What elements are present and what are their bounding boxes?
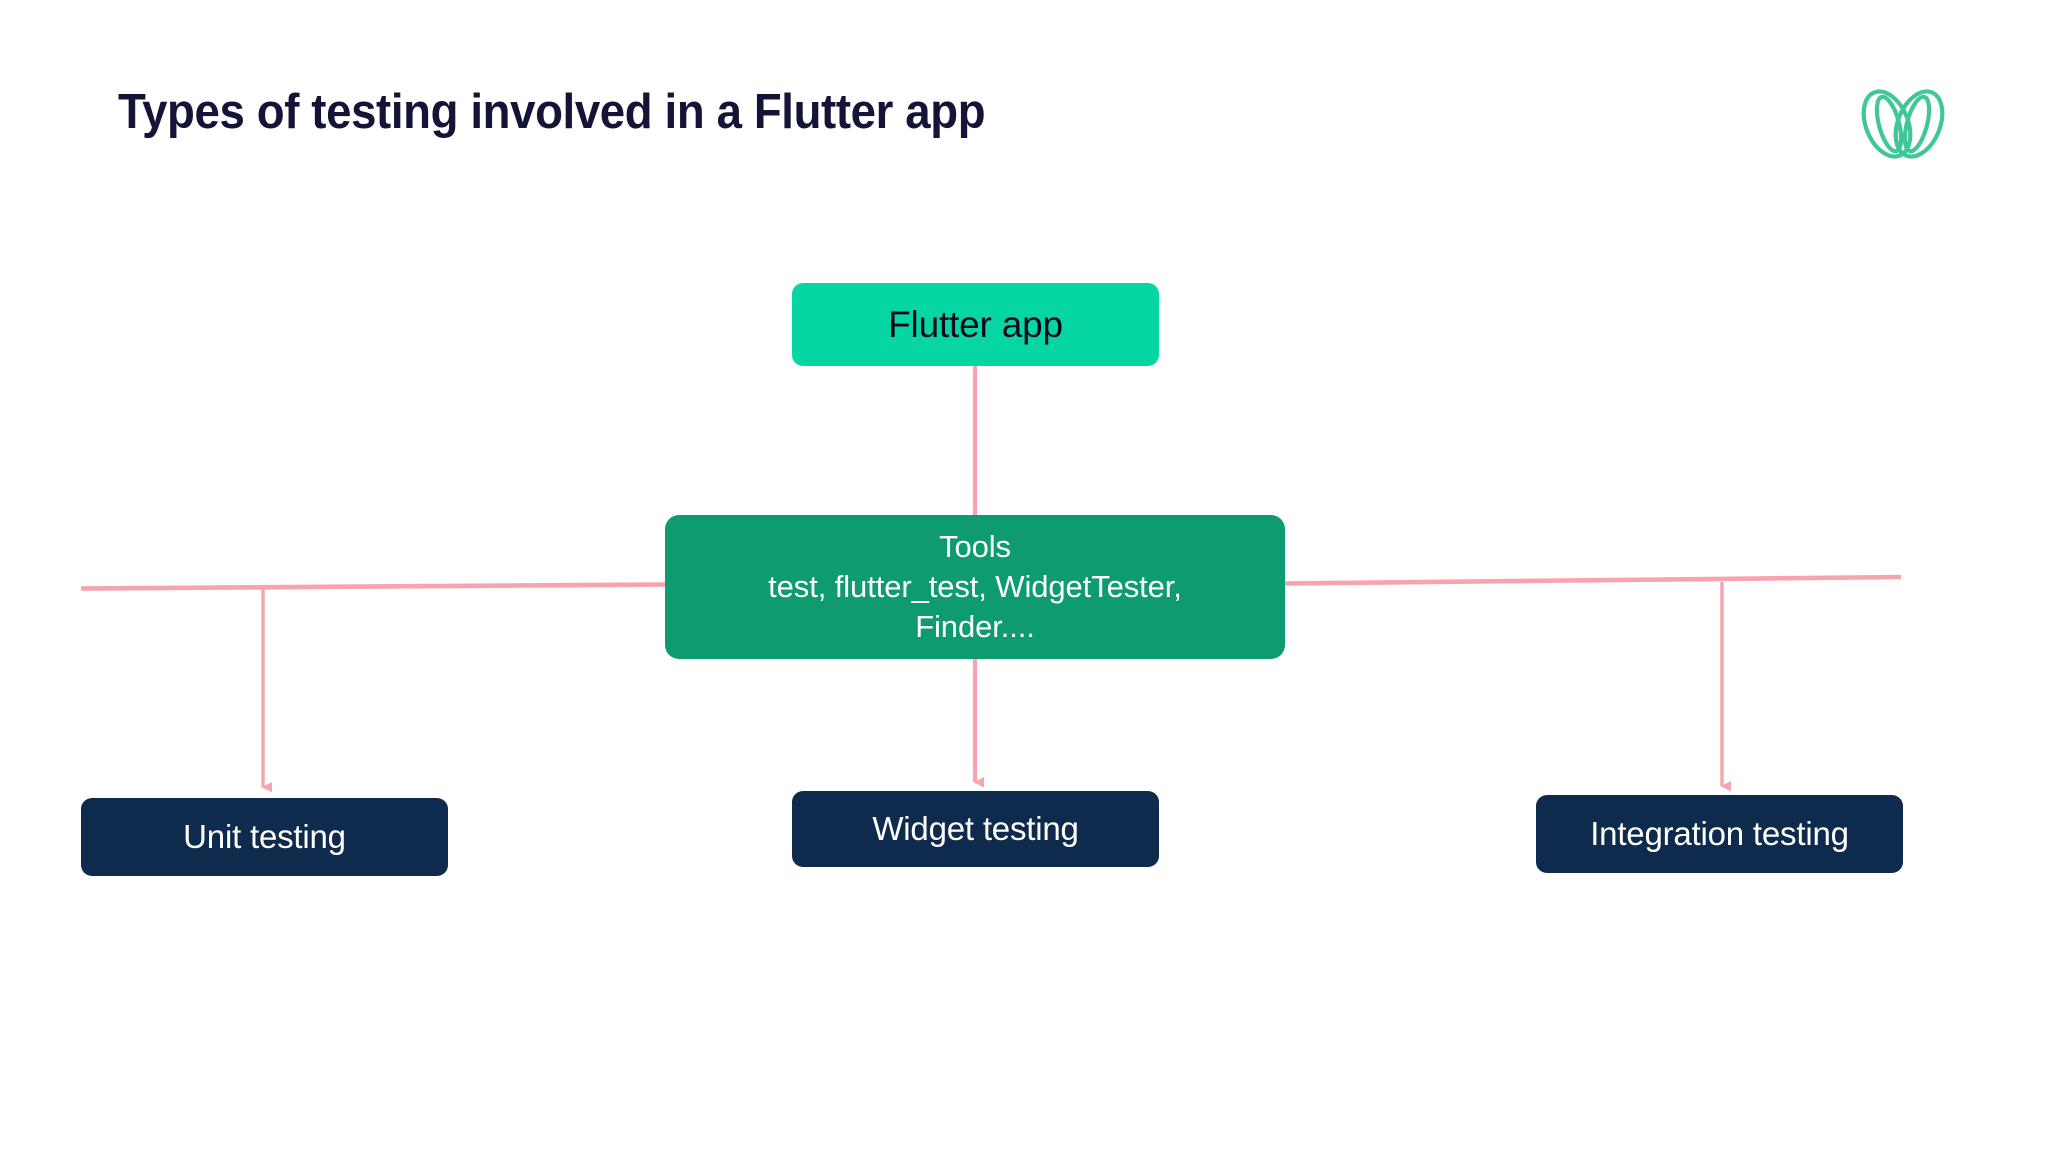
node-tools-label-line3: Finder.... — [915, 608, 1035, 644]
node-tools-label-line1: Tools — [939, 529, 1011, 565]
node-integration-testing[interactable]: Integration testing — [1536, 795, 1903, 873]
edge-spine-right — [1284, 574, 1902, 586]
node-widget-testing-label: Widget testing — [872, 809, 1079, 847]
node-flutter-app[interactable]: Flutter app — [792, 283, 1159, 366]
node-integration-testing-label: Integration testing — [1590, 814, 1849, 852]
node-widget-testing[interactable]: Widget testing — [792, 791, 1159, 867]
interlocking-loops-icon — [1861, 89, 1945, 159]
page-title: Types of testing involved in a Flutter a… — [118, 85, 986, 139]
node-tools-label-line2: test, flutter_test, WidgetTester, — [768, 569, 1182, 605]
edge-spine-left — [80, 582, 666, 591]
node-unit-testing[interactable]: Unit testing — [81, 798, 448, 876]
node-flutter-app-label: Flutter app — [888, 303, 1063, 345]
node-unit-testing-label: Unit testing — [183, 817, 346, 855]
node-tools[interactable]: Tools test, flutter_test, WidgetTester, … — [665, 515, 1285, 659]
interlocking-loops-logo — [1855, 78, 1951, 170]
